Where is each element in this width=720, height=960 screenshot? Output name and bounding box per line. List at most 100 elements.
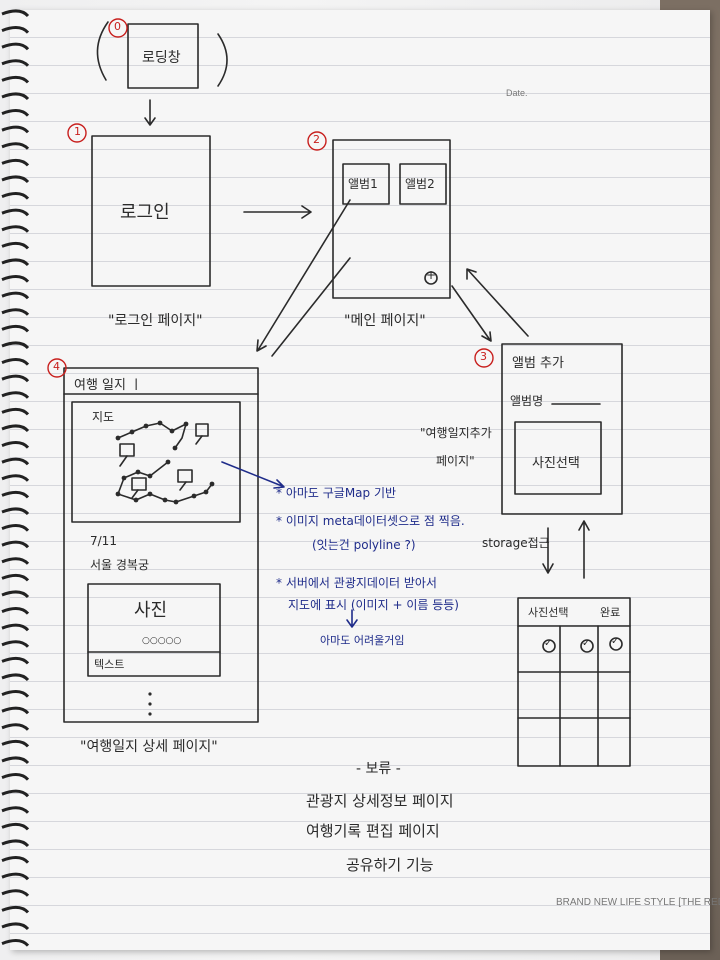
login-box bbox=[91, 135, 211, 287]
map-point bbox=[191, 493, 197, 499]
map-point bbox=[147, 491, 153, 497]
spiral-ring bbox=[1, 109, 30, 117]
photo-select-box bbox=[514, 421, 602, 495]
spiral-ring bbox=[1, 324, 30, 333]
add-album-plus: + bbox=[426, 268, 437, 282]
spiral-ring bbox=[1, 889, 30, 897]
spiral-ring bbox=[1, 773, 30, 781]
spiral-ring bbox=[1, 524, 30, 532]
map-point bbox=[143, 423, 149, 429]
spiral-ring bbox=[1, 789, 30, 798]
arrow-main-to-log bbox=[256, 199, 351, 352]
spiral-ring bbox=[1, 26, 30, 34]
spiral-ring bbox=[1, 739, 30, 748]
spiral-ring bbox=[1, 822, 30, 831]
spiral-ring bbox=[1, 573, 30, 582]
step-marker-0 bbox=[108, 18, 128, 38]
spiral-ring bbox=[1, 407, 30, 416]
text-label: 텍스트 bbox=[94, 658, 125, 671]
log-date: 7/11 bbox=[90, 534, 117, 548]
picker-check-circle-1 bbox=[542, 639, 556, 653]
spiral-ring bbox=[1, 175, 30, 184]
spiral-ring bbox=[1, 474, 30, 482]
map-point bbox=[165, 459, 171, 465]
note-line-4: * 서버에서 관광지데이터 받아서 bbox=[276, 576, 437, 590]
map-point bbox=[121, 475, 127, 481]
travel-log-title: 여행 일지 ㅣ bbox=[74, 378, 143, 393]
spiral-ring bbox=[1, 208, 30, 217]
main-page-box bbox=[332, 139, 451, 299]
login-label: 로그인 bbox=[120, 202, 170, 223]
note-line-6: 아마도 어려울거임 bbox=[320, 634, 405, 647]
picker-header-left: 사진선택 bbox=[528, 606, 569, 619]
album-add-caption-line2: 페이지" bbox=[436, 454, 475, 468]
map-point bbox=[157, 420, 163, 426]
pending-item-3: 공유하기 기능 bbox=[346, 856, 434, 874]
map-point bbox=[115, 491, 121, 497]
spiral-ring bbox=[1, 92, 30, 101]
spiral-ring bbox=[1, 225, 30, 233]
album2-box bbox=[399, 163, 447, 205]
arrow-log-to-main bbox=[271, 257, 351, 357]
spiral-ring bbox=[1, 806, 30, 814]
spiral-ring bbox=[1, 291, 30, 300]
spiral-ring bbox=[1, 939, 30, 947]
arrow-login-to-main bbox=[243, 205, 312, 219]
spiral-ring bbox=[1, 424, 30, 433]
spiral-ring bbox=[1, 640, 30, 648]
album1-box bbox=[342, 163, 390, 205]
photo-label: 사진 bbox=[134, 600, 168, 621]
arrow-loading-to-login bbox=[144, 99, 156, 126]
step-number-3: 3 bbox=[480, 350, 487, 363]
step-number-4: 4 bbox=[53, 360, 60, 373]
spiral-ring bbox=[1, 241, 30, 250]
note-line-3: (잇는건 polyline ?) bbox=[312, 538, 416, 552]
map-point bbox=[115, 435, 121, 441]
storage-access-label: storage접근 bbox=[482, 536, 550, 550]
map-point bbox=[209, 481, 215, 487]
picker-header-right: 완료 bbox=[600, 606, 621, 619]
photo-picker-box bbox=[517, 597, 631, 767]
pending-heading: - 보류 - bbox=[356, 761, 401, 777]
picker-check-circle-3 bbox=[609, 637, 623, 651]
spiral-ring bbox=[1, 457, 30, 466]
picker-check-2: ✓ bbox=[582, 638, 591, 649]
notes-down-arrow bbox=[346, 609, 358, 628]
spiral-ring bbox=[1, 673, 30, 682]
arrow-album-add-to-main bbox=[466, 268, 529, 337]
spiral-ring bbox=[1, 723, 30, 731]
spiral-ring bbox=[1, 42, 30, 51]
album-add-box bbox=[501, 343, 623, 515]
spiral-ring bbox=[1, 623, 30, 632]
picker-check-circle-2 bbox=[580, 639, 594, 653]
map-point bbox=[162, 497, 168, 503]
spiral-ring bbox=[1, 706, 30, 715]
picker-check-1: ✓ bbox=[544, 638, 553, 649]
spiral-ring bbox=[1, 905, 30, 914]
map-pin-stem-2 bbox=[195, 435, 203, 445]
step-marker-1 bbox=[67, 123, 87, 143]
arrow-down-to-picker bbox=[542, 527, 554, 574]
spiral-ring bbox=[1, 856, 30, 864]
map-point bbox=[173, 499, 179, 505]
map-points bbox=[115, 420, 215, 505]
step-marker-3 bbox=[474, 348, 494, 368]
note-line-1: * 아마도 구글Map 기반 bbox=[276, 486, 397, 500]
map-point bbox=[203, 489, 209, 495]
travel-log-box bbox=[63, 367, 259, 723]
spiral-ring bbox=[1, 341, 30, 350]
step-number-2: 2 bbox=[313, 133, 320, 146]
spiral-ring bbox=[1, 490, 30, 499]
scroll-dots bbox=[148, 692, 152, 716]
spiral-ring bbox=[1, 59, 30, 67]
spiral-ring bbox=[1, 690, 30, 698]
main-caption: "메인 페이지" bbox=[344, 313, 426, 329]
step-marker-2 bbox=[307, 131, 327, 151]
loading-label: 로딩창 bbox=[142, 50, 181, 66]
map-pin-stem-4 bbox=[179, 481, 187, 491]
spiral-ring bbox=[1, 391, 30, 399]
spiral-ring bbox=[1, 872, 30, 881]
